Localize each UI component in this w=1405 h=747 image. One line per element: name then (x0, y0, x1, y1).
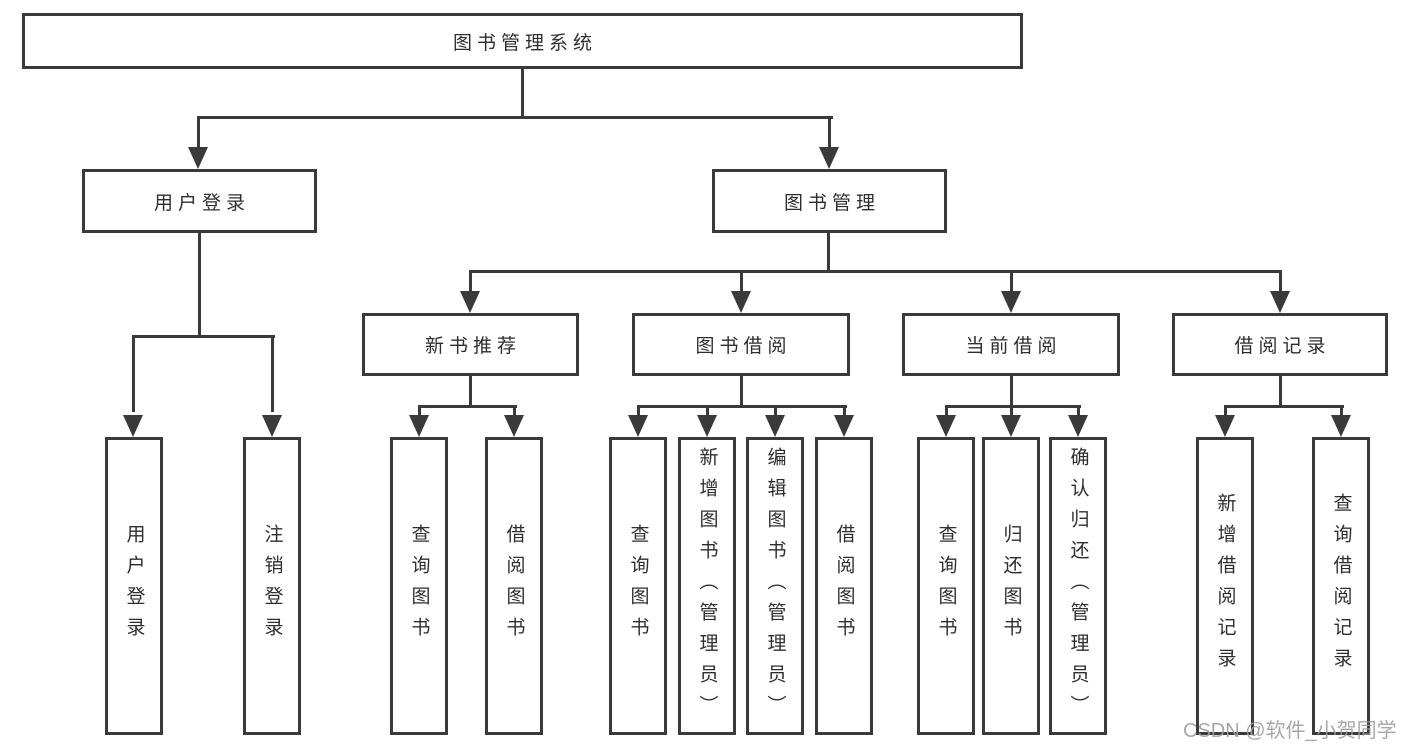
connector-drop (945, 405, 948, 417)
connector-new-books-stem (469, 376, 472, 407)
leaf-box-user-login: 用户登录 (105, 437, 163, 735)
leaf-label-query-books-borrow: 查询图书 (627, 524, 649, 648)
connector-drop-book-borrow (740, 270, 743, 293)
leaf-label-user-login: 用户登录 (123, 524, 145, 648)
root-box-library-system: 图书管理系统 (22, 13, 1023, 69)
leaf-label-borrow-books: 借阅图书 (833, 524, 855, 648)
leaf-box-query-books-current: 查询图书 (917, 437, 975, 735)
leaf-label-return-books: 归还图书 (1000, 524, 1022, 648)
connector-root-stem (521, 69, 524, 118)
arrow-down-leaf-logout (262, 415, 282, 437)
connector-drop-book-mgmt (828, 116, 831, 149)
connector-root-hline (197, 116, 833, 119)
group-box-book-borrow: 图书借阅 (632, 313, 850, 376)
connector-drop-user-login (197, 116, 200, 149)
arrow-down-book-mgmt (819, 147, 839, 169)
leaf-label-add-books-admin: 新增图书（管理员） (696, 446, 718, 726)
connector-book-mgmt-stem (827, 233, 830, 272)
connector-drop-new-books (469, 270, 472, 293)
group-box-current-borrow: 当前借阅 (902, 313, 1120, 376)
connector-book-mgmt-hline (469, 270, 1281, 273)
connector-drop (774, 405, 777, 417)
leaf-box-borrow-books: 借阅图书 (815, 437, 873, 735)
leaf-box-return-books: 归还图书 (982, 437, 1040, 735)
arrow-down (697, 415, 717, 437)
leaf-box-edit-books-admin: 编辑图书（管理员） (746, 437, 804, 735)
arrow-down (765, 415, 785, 437)
arrow-down (834, 415, 854, 437)
group-label-current-borrow: 当前借阅 (965, 336, 1062, 357)
group-label-book-borrow: 图书借阅 (695, 336, 792, 357)
connector-drop (1077, 405, 1080, 417)
connector-borrow-records-hline (1224, 405, 1344, 408)
arrow-down-book-borrow (731, 291, 751, 313)
connector-user-login-hline (132, 335, 275, 338)
group-box-new-books: 新书推荐 (362, 313, 579, 376)
group-label-borrow-records: 借阅记录 (1234, 336, 1331, 357)
leaf-box-borrow-books-new: 借阅图书 (485, 437, 543, 735)
connector-current-borrow-stem (1010, 376, 1013, 407)
leaf-box-add-borrow-record: 新增借阅记录 (1196, 437, 1254, 735)
connector-drop (1340, 405, 1343, 417)
leaf-label-query-books-new: 查询图书 (408, 524, 430, 648)
group-box-borrow-records: 借阅记录 (1172, 313, 1388, 376)
connector-drop (1224, 405, 1227, 417)
arrow-down-user-login (188, 147, 208, 169)
connector-book-borrow-hline (637, 405, 847, 408)
connector-drop (1010, 405, 1013, 417)
connector-user-login-stem (198, 233, 201, 337)
leaf-label-add-borrow-record: 新增借阅记录 (1214, 493, 1236, 679)
branch-label-book-mgmt: 图书管理 (783, 192, 880, 214)
arrow-down (1068, 415, 1088, 437)
leaf-box-query-books-new: 查询图书 (390, 437, 448, 735)
branch-box-book-mgmt: 图书管理 (712, 169, 947, 233)
arrow-down (409, 415, 429, 437)
arrow-down-borrow-records (1270, 291, 1290, 313)
leaf-label-confirm-return-admin: 确认归还（管理员） (1067, 446, 1089, 726)
leaf-box-query-borrow-record: 查询借阅记录 (1312, 437, 1370, 735)
connector-drop (706, 405, 709, 417)
branch-box-user-login: 用户登录 (82, 169, 317, 233)
leaf-box-query-books-borrow: 查询图书 (609, 437, 667, 735)
branch-label-user-login: 用户登录 (153, 192, 250, 214)
arrow-down-new-books (460, 291, 480, 313)
root-label: 图书管理系统 (452, 32, 597, 54)
connector-drop-leaf-login (132, 335, 135, 412)
connector-drop (513, 405, 516, 417)
connector-borrow-records-stem (1279, 376, 1282, 407)
connector-book-borrow-stem (740, 376, 743, 407)
arrow-down-current-borrow (1001, 291, 1021, 313)
connector-drop-borrow-records (1279, 270, 1282, 293)
connector-current-borrow-hline (945, 405, 1081, 408)
leaf-label-query-borrow-record: 查询借阅记录 (1330, 493, 1352, 679)
leaf-box-add-books-admin: 新增图书（管理员） (678, 437, 736, 735)
arrow-down (936, 415, 956, 437)
connector-new-books-hline (418, 405, 517, 408)
connector-drop-current-borrow (1010, 270, 1013, 293)
leaf-label-edit-books-admin: 编辑图书（管理员） (764, 446, 786, 726)
arrow-down (628, 415, 648, 437)
arrow-down (1001, 415, 1021, 437)
connector-drop (418, 405, 421, 417)
leaf-label-query-books-current: 查询图书 (935, 524, 957, 648)
csdn-watermark: CSDN @软件_小贺同学 (1183, 720, 1397, 742)
connector-drop (637, 405, 640, 417)
arrow-down-leaf-login (123, 415, 143, 437)
group-label-new-books: 新书推荐 (424, 336, 521, 357)
arrow-down (1331, 415, 1351, 437)
arrow-down (504, 415, 524, 437)
leaf-label-borrow-books-new: 借阅图书 (503, 524, 525, 648)
arrow-down (1215, 415, 1235, 437)
leaf-label-logout: 注销登录 (261, 524, 283, 648)
leaf-box-confirm-return-admin: 确认归还（管理员） (1049, 437, 1107, 735)
leaf-box-logout: 注销登录 (243, 437, 301, 735)
connector-drop (843, 405, 846, 417)
connector-drop-leaf-logout (271, 335, 274, 412)
